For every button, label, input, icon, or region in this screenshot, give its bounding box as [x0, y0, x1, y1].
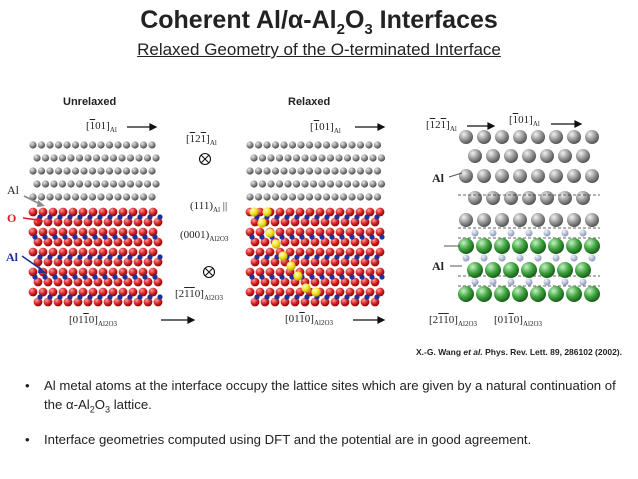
unrelaxed-lattice-image — [28, 141, 163, 307]
bullet-list: •Al metal atoms at the interface occupy … — [20, 376, 620, 459]
direction-101-al: [101]Al — [310, 121, 341, 136]
relaxed-lattice-image — [245, 141, 386, 307]
citation: X.-G. Wang et al. Phys. Rev. Lett. 89, 2… — [416, 347, 622, 357]
direction-0110-al2o3: [0110]Al2O3 — [494, 314, 542, 329]
direction-121-al: [121]Al — [186, 133, 217, 148]
bullet-item: •Al metal atoms at the interface occupy … — [25, 378, 616, 415]
label-al-bottom: Al — [6, 250, 18, 264]
unrelaxed-label: Unrelaxed — [63, 96, 117, 108]
label-al-right-2: Al — [432, 259, 444, 273]
direction-101-al: [101]Al — [509, 114, 540, 129]
into-page-symbol — [202, 265, 216, 279]
into-page-symbol — [198, 152, 212, 166]
side-view-lattice-image — [458, 130, 600, 302]
label-al-top: Al — [7, 183, 19, 197]
plane-111-al: (111)Al || — [190, 200, 228, 215]
label-al-right: Al — [432, 171, 444, 185]
direction-0110-al2o3: [0110]Al2O3 — [69, 314, 117, 329]
direction-2110-al2o3: [2110]Al2O3 — [175, 288, 223, 303]
slide-subtitle: Relaxed Geometry of the O-terminated Int… — [137, 40, 501, 59]
direction-0110-al2o3: [0110]Al2O3 — [285, 313, 333, 328]
relaxed-label: Relaxed — [288, 96, 331, 108]
direction-121-al: [121]Al — [426, 119, 457, 134]
bullet-item: •Interface geometries computed using DFT… — [25, 431, 532, 447]
label-o: O — [7, 211, 17, 225]
direction-2110-al2o3: [2110]Al2O3 — [429, 314, 477, 329]
slide-title: Coherent Al/α-Al2O3 Interfaces — [140, 6, 498, 38]
direction-101-al: [101]Al — [86, 120, 117, 135]
plane-0001-al2o3: (0001)Al2O3 — [180, 229, 229, 244]
